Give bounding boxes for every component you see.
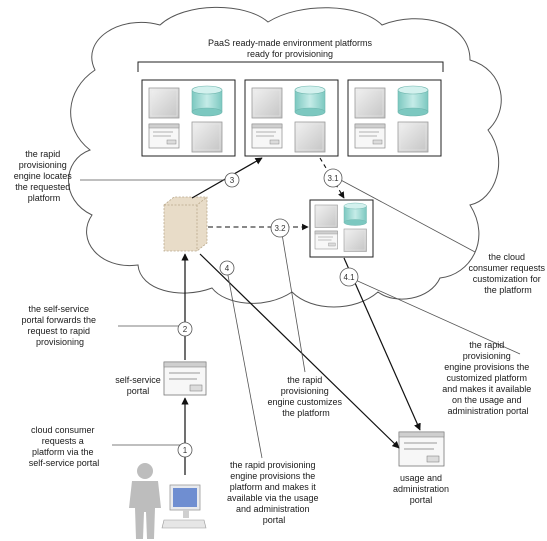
platform-environment-icon <box>244 79 339 157</box>
flow-engine-to-usage <box>199 253 400 449</box>
step-marker: 2 <box>177 321 193 337</box>
svg-text:3: 3 <box>230 176 235 185</box>
self-service-portal-label-1: self-service <box>115 375 161 385</box>
self-service-portal-icon <box>163 361 207 396</box>
step-marker: 3.1 <box>323 168 343 188</box>
platform-environment-icon <box>141 79 236 157</box>
annotation-request: cloud consumer requests a platform via t… <box>29 425 100 468</box>
step-marker: 3 <box>224 172 240 188</box>
platforms-bracket <box>137 61 444 72</box>
annotation-customize-request: the cloud consumer requests customizatio… <box>468 252 547 295</box>
step-marker: 4 <box>219 260 235 276</box>
step-marker: 1 <box>177 442 193 458</box>
svg-text:3.1: 3.1 <box>327 174 339 183</box>
annotation-provisions: the rapid provisioning engine provisions… <box>227 460 321 525</box>
svg-text:1: 1 <box>183 446 188 455</box>
platform-environment-icon <box>347 79 442 157</box>
annotation-forward: the self-service portal forwards the req… <box>21 304 98 347</box>
usage-portal-label-3: portal <box>410 495 433 505</box>
rapid-provisioning-engine-icon <box>163 196 208 252</box>
annotation-locate: the rapid provisioning engine locates th… <box>14 149 75 203</box>
usage-portal-label-1: usage and <box>400 473 442 483</box>
annotation-customizes: the rapid provisioning engine customizes… <box>267 375 344 418</box>
annotation-provisions-custom: the rapid provisioning engine provisions… <box>442 340 534 416</box>
svg-text:3.2: 3.2 <box>274 224 286 233</box>
workstation-icon <box>161 484 207 529</box>
flow-custom-to-usage <box>343 257 421 431</box>
usage-portal-label-2: administration <box>393 484 449 494</box>
svg-text:2: 2 <box>183 325 188 334</box>
usage-administration-portal-icon <box>398 431 445 467</box>
customized-platform-icon <box>309 199 374 258</box>
svg-text:4: 4 <box>225 264 230 273</box>
step-marker: 3.2 <box>270 218 290 238</box>
step-marker: 4.1 <box>339 267 359 287</box>
leader-lines <box>80 177 521 459</box>
title-line-2: ready for provisioning <box>247 49 333 59</box>
self-service-portal-label-2: portal <box>127 386 150 396</box>
title-line-1: PaaS ready-made environment platforms <box>208 38 373 48</box>
cloud-consumer-icon <box>129 463 161 539</box>
svg-text:4.1: 4.1 <box>343 273 355 282</box>
